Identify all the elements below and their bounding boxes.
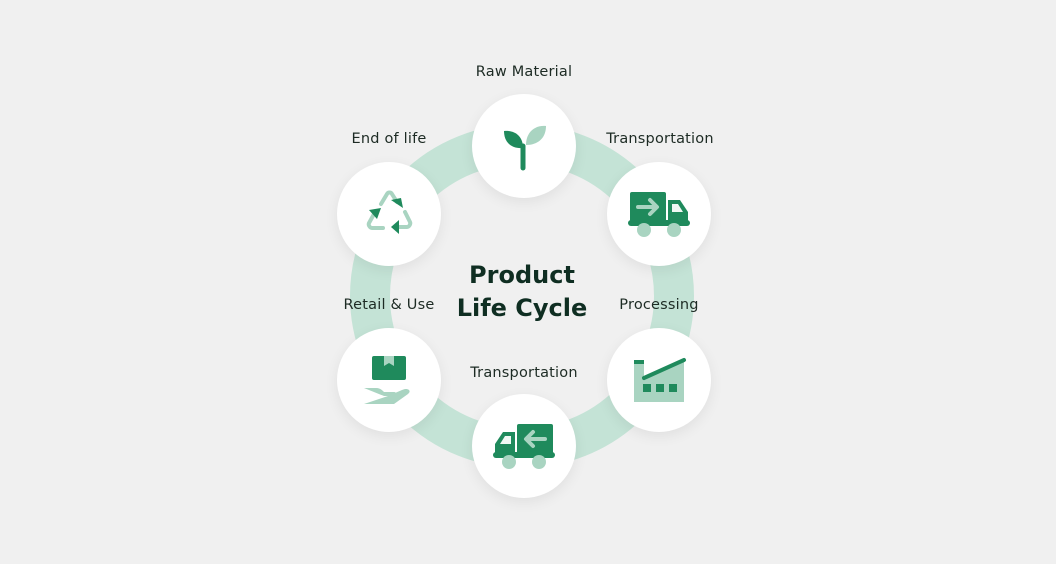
stage-label-transportation-1: Transportation	[606, 131, 714, 147]
stage-node-end-of-life	[337, 162, 441, 266]
stage-node-raw-material	[472, 94, 576, 198]
stage-node-transportation-1	[607, 162, 711, 266]
sprout-icon	[504, 125, 546, 171]
stage-label-raw-material: Raw Material	[475, 64, 573, 80]
stage-node-processing	[607, 328, 711, 432]
title-line-1: Product	[469, 261, 575, 289]
factory-icon	[634, 358, 686, 402]
stage-label-processing: Processing	[619, 297, 699, 313]
stage-node-retail-use	[337, 328, 441, 432]
delivery-truck-return-icon	[493, 424, 555, 469]
hand-holding-box-icon	[364, 356, 410, 404]
title-line-2: Life Cycle	[456, 294, 588, 322]
stage-label-end-of-life: End of life	[351, 131, 427, 147]
recycle-icon	[366, 190, 413, 234]
stage-label-transportation-2: Transportation	[470, 365, 578, 381]
stage-label-retail-use: Retail & Use	[343, 297, 435, 313]
delivery-truck-forward-icon	[628, 192, 690, 237]
diagram-title: Product Life Cycle	[457, 259, 588, 325]
stage-node-transportation-2	[472, 394, 576, 498]
